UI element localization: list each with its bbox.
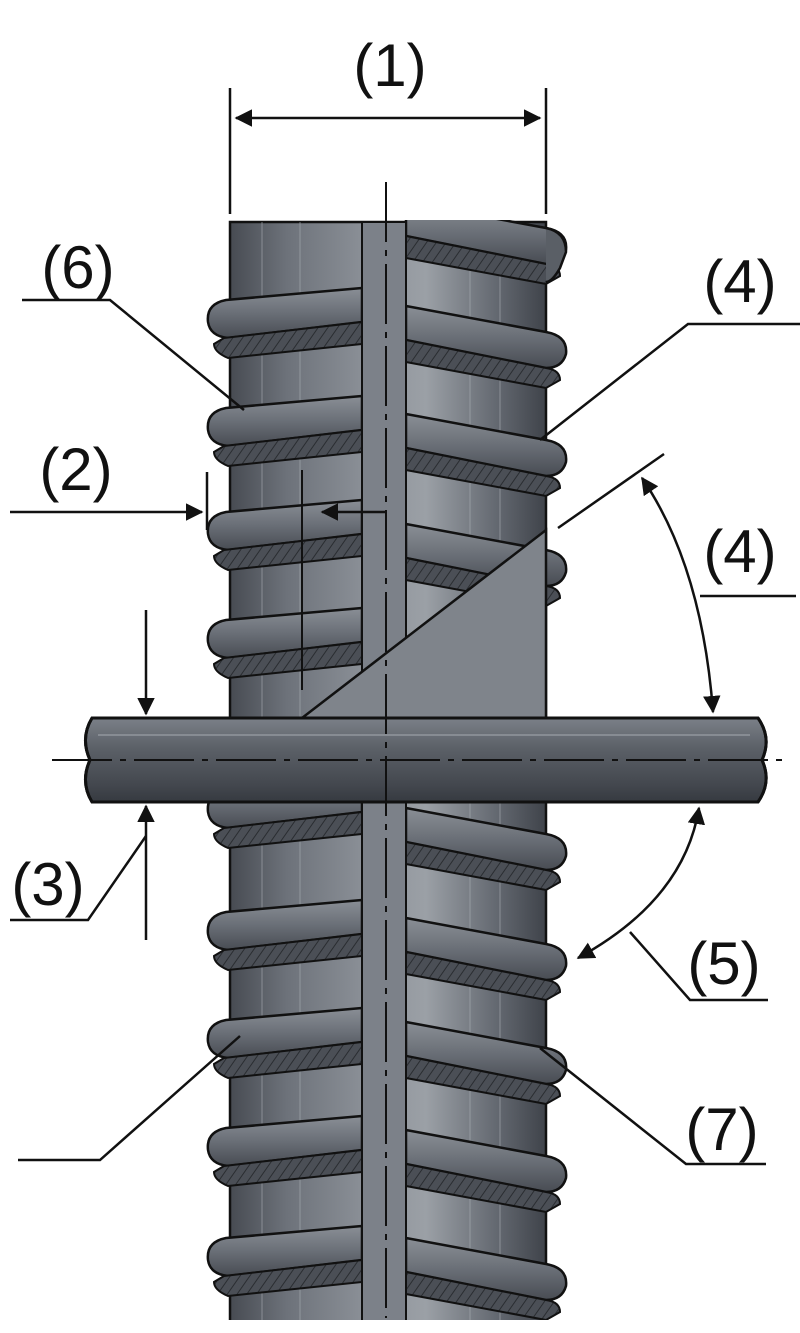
callout-5: (5) (687, 930, 760, 997)
callout-3: (3) (11, 851, 84, 918)
transverse-rib (404, 1020, 568, 1106)
bar-top-edge (545, 226, 568, 284)
transverse-rib (206, 394, 364, 468)
dimension-3-rod-thickness (10, 610, 155, 940)
transverse-rib (404, 412, 568, 498)
transverse-rib (206, 606, 364, 680)
transverse-ribs-right-lower (404, 806, 568, 1320)
rebar-lower (206, 800, 568, 1320)
callout-6: (6) (41, 234, 114, 301)
transverse-rib (404, 1128, 568, 1214)
transverse-rib (404, 916, 568, 1002)
callout-1: (1) (353, 32, 426, 99)
transverse-rib (404, 1236, 568, 1320)
transverse-rib (206, 1224, 364, 1298)
transverse-rib (404, 304, 568, 390)
transverse-rib (206, 898, 364, 972)
transverse-rib (404, 806, 568, 892)
transverse-ribs-left-lower (206, 800, 364, 1298)
longitudinal-rib-upper (361, 221, 407, 718)
dimension-2-rib-height (10, 472, 386, 530)
leader-unlabeled (18, 1035, 241, 1162)
transverse-rib (206, 1006, 364, 1080)
transverse-rib (206, 286, 364, 360)
callout-7: (7) (685, 1096, 758, 1163)
callout-4-top: (4) (703, 248, 776, 315)
callout-4-angle: (4) (703, 518, 776, 585)
angle-5-rib-angle (576, 806, 768, 1002)
angle-4-rib-inclination (557, 452, 796, 714)
center-lines (52, 182, 790, 1318)
callout-2: (2) (39, 436, 112, 503)
transverse-rib (206, 1114, 364, 1188)
section-plane (299, 527, 548, 718)
dimension-1-diameter (228, 88, 548, 214)
leader-7 (539, 1047, 766, 1166)
rebar-upper (206, 220, 568, 718)
longitudinal-rib-lower (361, 800, 407, 1320)
leader-4-top (539, 322, 800, 441)
transverse-rib (206, 800, 364, 850)
leader-6 (22, 298, 245, 411)
